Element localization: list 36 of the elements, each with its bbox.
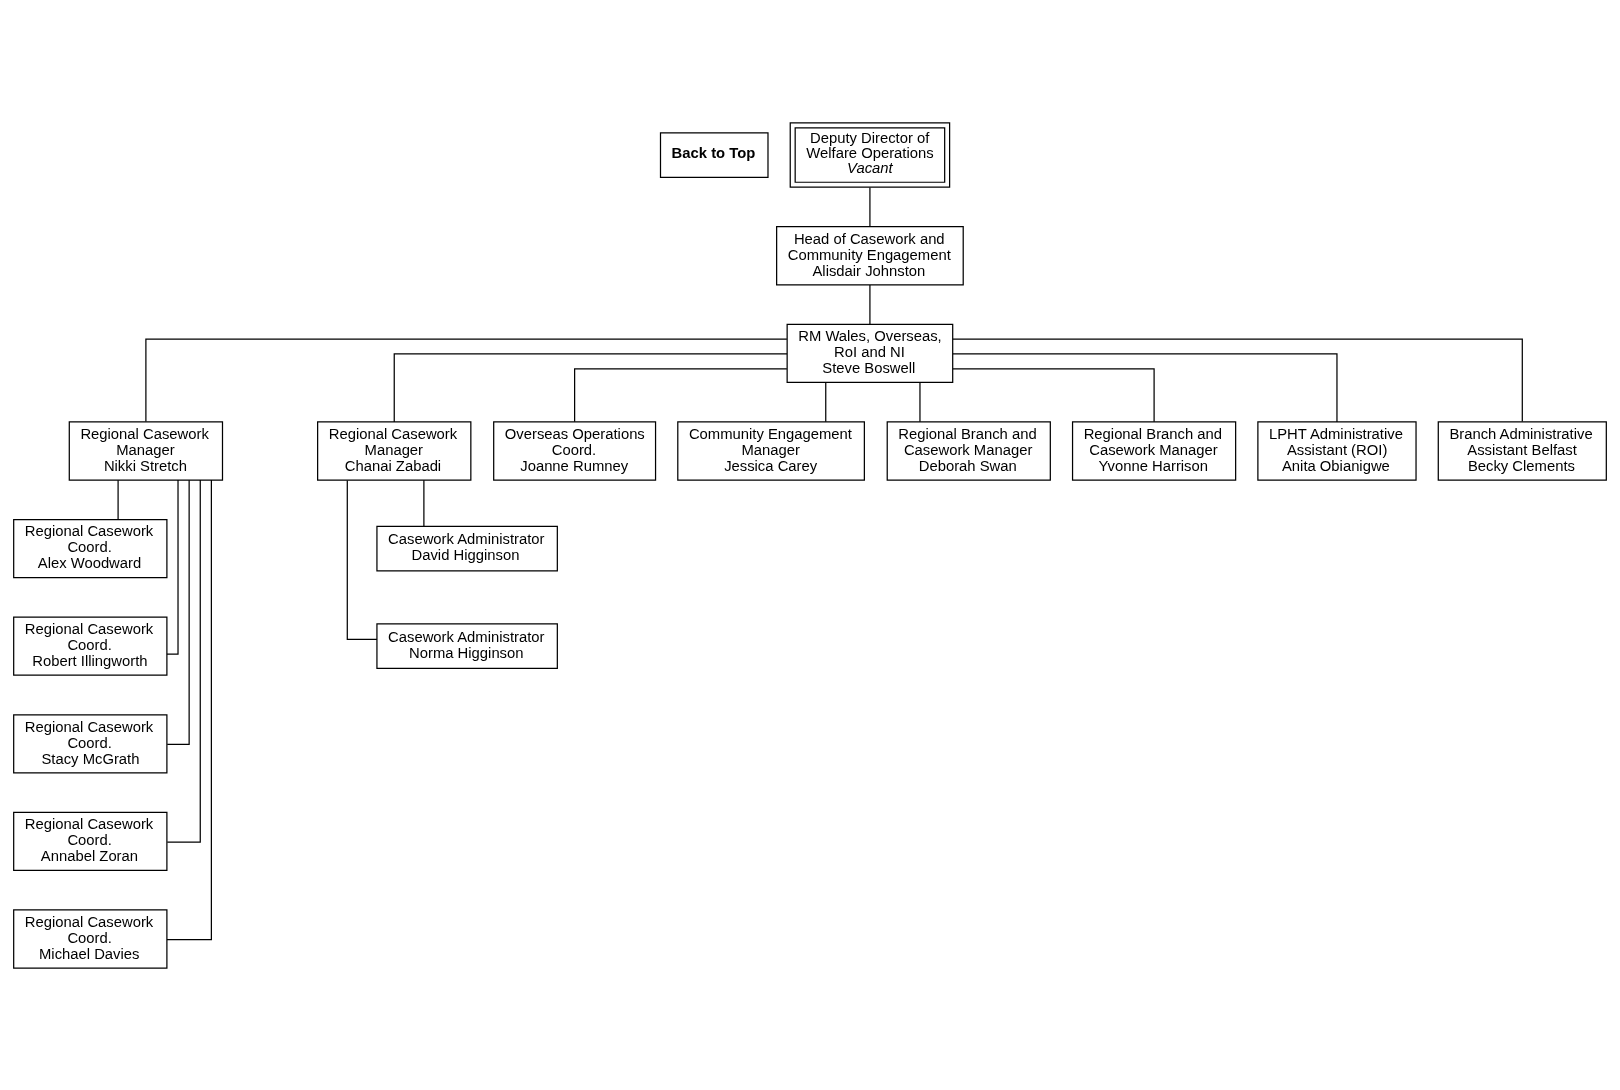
node-box: Regional Casework Manager Nikki Stretch — [68, 420, 224, 481]
node-box: Community Engagement Manager Jessica Carey — [677, 420, 865, 481]
connector — [952, 352, 1338, 422]
connector — [166, 478, 201, 843]
connector — [166, 479, 190, 745]
node-box: Back to Top — [659, 131, 769, 178]
node-box: RM Wales, Overseas, RoI and NI Steve Boswell — [786, 323, 954, 383]
node-box: Overseas Operations Coord. Joanne Rumney — [493, 420, 657, 481]
node-box: Deputy Director of Welfare Operations Vacant — [789, 121, 951, 188]
connector — [825, 381, 827, 422]
connector — [869, 283, 871, 325]
connector — [166, 479, 179, 655]
node-box: Head of Casework and Community Engagement Alisdair Johnston — [776, 225, 964, 285]
node-box: Regional Casework Coord. Stacy McGrath — [13, 713, 168, 773]
node-box: Regional Casework Coord. Michael Davies — [13, 908, 168, 969]
node-box: Casework Administrator David Higginson — [376, 525, 558, 571]
node-box: Regional Casework Coord. Annabel Zoran — [13, 811, 168, 871]
node-box: Regional Branch and Casework Manager Deborah Swan — [886, 420, 1051, 481]
node-box: Regional Branch and Casework Manager Yvonne Harrison — [1071, 420, 1237, 481]
connector — [117, 479, 119, 520]
node-box: Regional Casework Coord. Alex Woodward — [13, 518, 168, 578]
connector — [952, 367, 1155, 422]
node-box: Branch Administrative Assistant Belfast Becky Clements — [1437, 420, 1607, 481]
connector — [869, 186, 871, 227]
node-box: Regional Casework Manager Chanai Zabadi — [317, 420, 472, 481]
connector — [166, 478, 212, 940]
node-box: LPHT Administrative Assistant (ROI) Anita Obianigwe — [1257, 420, 1417, 481]
node-box: Casework Administrator Norma Higginson — [376, 622, 558, 669]
connector — [346, 479, 378, 640]
connector — [919, 381, 921, 422]
connector — [952, 338, 1523, 422]
node-box: Regional Casework Coord. Robert Illingworth — [13, 616, 168, 676]
connector — [145, 338, 788, 422]
connector — [423, 479, 425, 527]
connector — [393, 352, 788, 422]
connector — [574, 367, 788, 422]
